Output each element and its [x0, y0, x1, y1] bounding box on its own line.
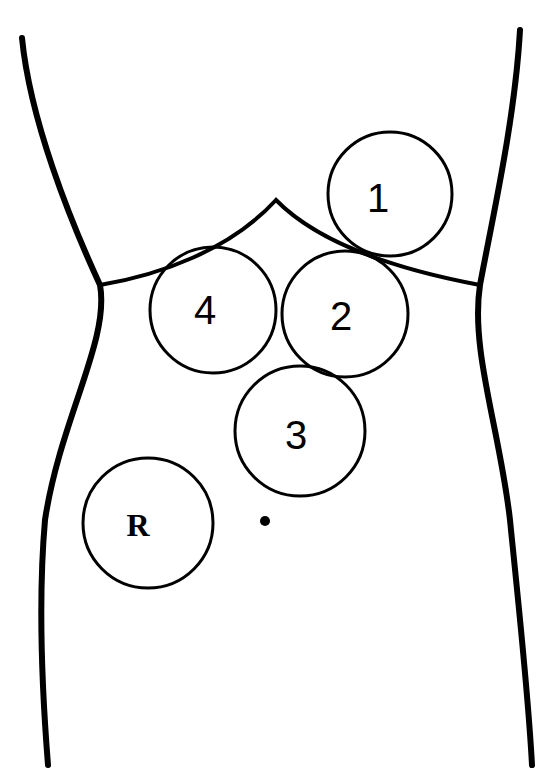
costal-margin [100, 200, 480, 285]
region-circle: 3 [232, 363, 368, 499]
region-number: 1 [367, 178, 389, 218]
circle-outline [282, 251, 408, 377]
circle-outline [83, 458, 213, 588]
circle-outline [150, 247, 276, 373]
region-circle: 1 [325, 129, 455, 259]
region-number: 2 [330, 296, 352, 336]
region-number: 3 [285, 415, 307, 455]
umbilicus-dot [260, 516, 270, 526]
region-number: R [126, 509, 149, 541]
region-circle: R [80, 455, 216, 591]
circle-outline [235, 366, 365, 496]
region-circle: 4 [147, 244, 279, 376]
body-outline-right [478, 30, 532, 765]
body-outline-left [22, 38, 101, 765]
circle-outline-layer [325, 129, 455, 259]
circle-outline [328, 132, 452, 256]
region-number: 4 [194, 290, 216, 330]
region-circle: 2 [279, 248, 411, 380]
